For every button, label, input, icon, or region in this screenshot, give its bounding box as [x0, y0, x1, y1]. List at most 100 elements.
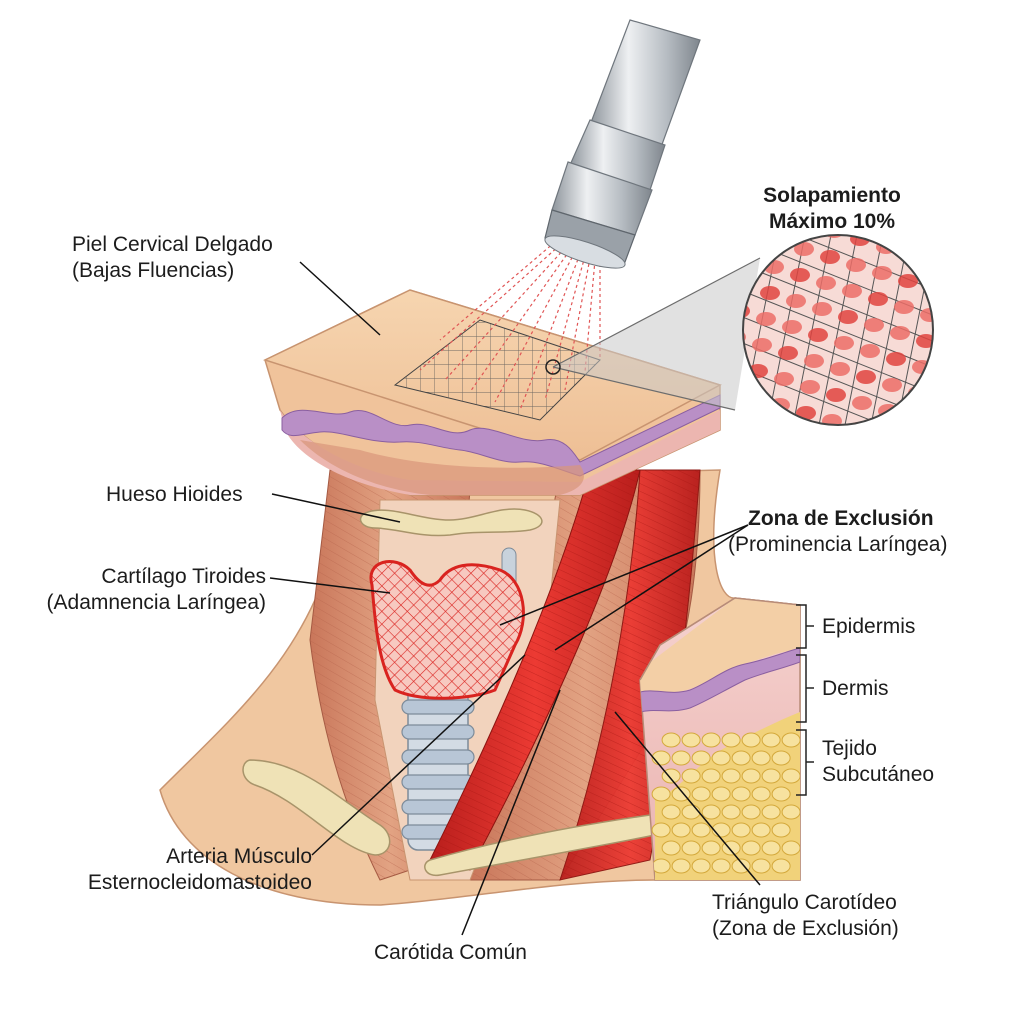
fat-lobule	[691, 750, 711, 766]
label-hyoid-text: Hueso Hioides	[106, 483, 243, 506]
label-dermis-text: Dermis	[822, 677, 889, 700]
fat-lobule	[671, 750, 691, 766]
fat-lobule	[711, 786, 731, 802]
laser-spot	[928, 256, 933, 270]
fat-lobule	[671, 822, 691, 838]
laser-spot	[842, 284, 862, 298]
laser-spot	[942, 342, 962, 356]
laser-spot	[838, 310, 858, 324]
fat-lobule	[691, 786, 711, 802]
laser-spot	[932, 235, 933, 244]
fat-lobule	[751, 750, 771, 766]
laser-spot	[756, 312, 776, 326]
leader-lines	[269, 261, 761, 936]
laser-spot	[778, 346, 798, 360]
label-skin-line2: (Bajas Fluencias)	[72, 259, 235, 282]
label-thyroid: Cartílago Tiroides (Adamnencia Laríngea)	[40, 564, 266, 616]
laser-spot	[760, 286, 780, 300]
magnifier-grid-line	[743, 419, 933, 425]
fat-lobule	[681, 768, 701, 784]
fat-lobule	[751, 858, 771, 874]
laser-spot	[894, 300, 914, 314]
laser-spot	[768, 235, 788, 248]
fat-lobule	[751, 786, 771, 802]
laser-spot	[816, 276, 836, 290]
label-subcutaneous: Tejido Subcutáneo	[822, 736, 934, 788]
label-thyroid-line1: Cartílago Tiroides	[101, 565, 266, 588]
laser-spot	[954, 264, 974, 278]
fat-lobule	[711, 858, 731, 874]
fat-lobule	[761, 768, 781, 784]
laser-spot	[864, 318, 884, 332]
laser-spot	[786, 294, 806, 308]
label-triangle-line2: (Zona de Exclusión)	[712, 917, 899, 940]
label-overlap: Solapamiento Máximo 10%	[762, 183, 902, 235]
laser-spot	[834, 336, 854, 350]
label-overlap-line1: Solapamiento	[763, 184, 901, 207]
skin-layer-block	[639, 597, 801, 881]
laser-spot	[912, 360, 932, 374]
laser-spot	[800, 380, 820, 394]
fat-lobule	[731, 750, 751, 766]
magnifier-grid-line	[743, 315, 933, 397]
laser-spot	[852, 396, 872, 410]
fat-lobule	[771, 858, 791, 874]
label-epidermis: Epidermis	[822, 614, 915, 640]
label-carotid-text: Carótida Común	[374, 941, 527, 964]
laser-spot	[874, 430, 894, 444]
fat-lobule	[661, 732, 681, 748]
fat-lobule	[761, 804, 781, 820]
label-overlap-line2: Máximo 10%	[768, 210, 896, 233]
fat-lobule	[731, 786, 751, 802]
fat-lobule	[651, 786, 671, 802]
laser-spot	[882, 378, 902, 392]
fat-lobule	[681, 804, 701, 820]
laser-beams	[419, 241, 601, 411]
fat-lobule	[671, 858, 691, 874]
label-skin: Piel Cervical Delgado (Bajas Fluencias)	[72, 232, 273, 284]
laser-spot	[782, 320, 802, 334]
laser-spot	[898, 274, 918, 288]
magnifier-grid-line	[948, 230, 988, 430]
fat-lobule	[701, 804, 721, 820]
laser-spot	[868, 292, 888, 306]
label-thyroid-line2: (Adamnencia Laríngea)	[46, 591, 266, 614]
fat-lobule	[691, 822, 711, 838]
laser-spot	[890, 326, 910, 340]
fat-lobule	[731, 822, 751, 838]
fat-lobule	[781, 732, 800, 748]
laser-spot	[924, 282, 933, 296]
label-exclusion-line1: Zona de Exclusión	[748, 507, 934, 530]
laser-spot	[930, 420, 933, 425]
laser-spot	[796, 406, 816, 420]
label-artery-line1: Arteria Músculo	[166, 845, 312, 868]
laser-spot	[808, 328, 828, 342]
label-skin-line1: Piel Cervical Delgado	[72, 233, 273, 256]
hyoid-bone	[359, 508, 543, 537]
laser-spot	[934, 394, 954, 408]
fat-lobule	[651, 822, 671, 838]
laser-spot	[926, 446, 946, 460]
laser-spot	[830, 362, 850, 376]
fat-lobule	[781, 804, 800, 820]
laser-spot	[744, 390, 764, 404]
fat-lobule	[701, 768, 721, 784]
fat-lobule	[651, 750, 671, 766]
fat-lobule	[741, 768, 761, 784]
magnifier-connector	[545, 257, 761, 411]
laser-spot	[826, 388, 846, 402]
laser-handpiece-icon	[544, 19, 701, 269]
label-carotid: Carótida Común	[374, 940, 527, 966]
label-artery-muscle: Arteria Músculo Esternocleidomastoideo	[40, 844, 312, 896]
laser-spot	[856, 370, 876, 384]
laser-spot	[950, 290, 970, 304]
fat-lobule	[781, 768, 800, 784]
fat-lobule	[701, 840, 721, 856]
laser-spot	[846, 258, 866, 272]
fat-lobule	[731, 858, 751, 874]
fat-lobule	[701, 732, 721, 748]
magnifier-grid-line	[869, 235, 911, 425]
fat-lobule	[691, 858, 711, 874]
fat-lobule	[771, 750, 791, 766]
label-dermis: Dermis	[822, 676, 889, 702]
